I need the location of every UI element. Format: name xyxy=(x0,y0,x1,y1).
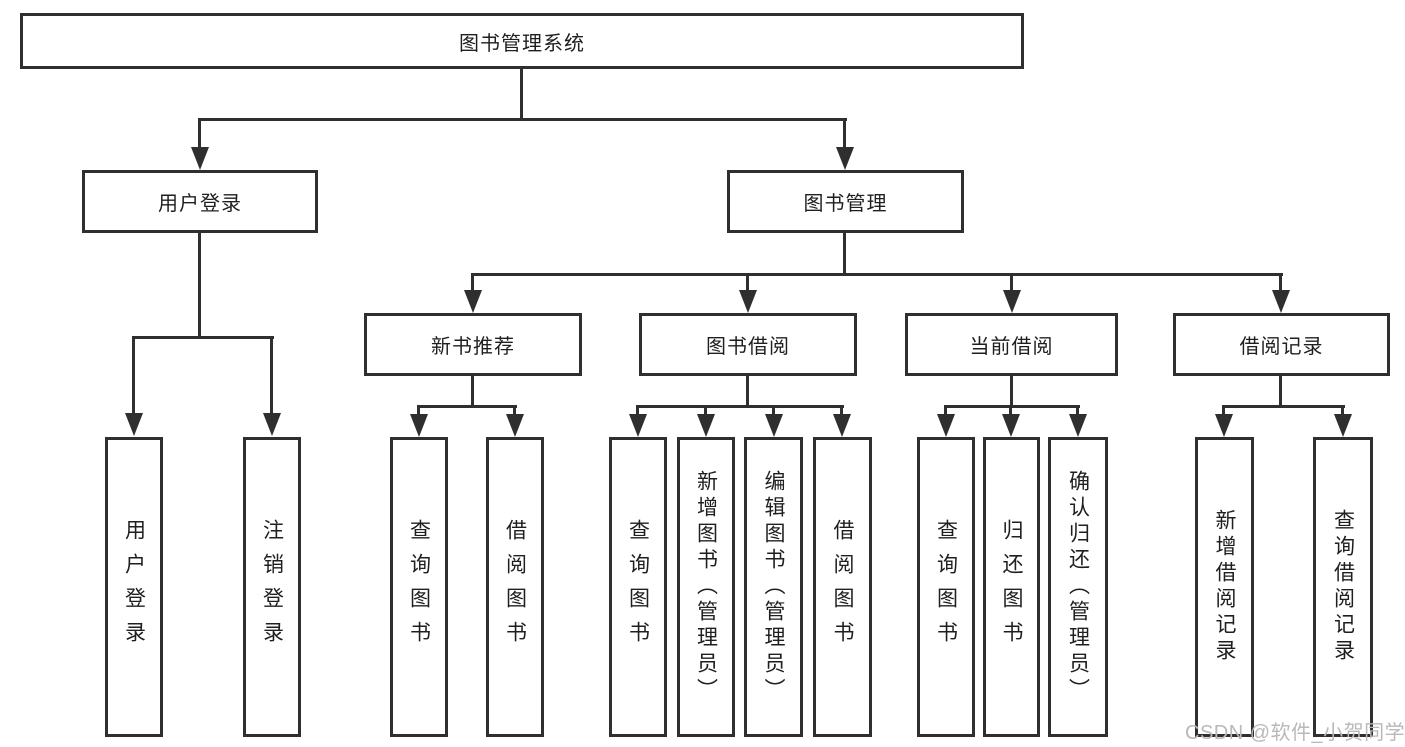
node-label: 借阅图书 xyxy=(503,519,527,655)
connector-line xyxy=(944,405,1080,408)
connector-line xyxy=(417,405,517,408)
connector-line xyxy=(132,336,274,339)
connector-line xyxy=(1010,376,1013,405)
arrowhead-down xyxy=(410,414,428,437)
connector-line xyxy=(746,273,749,292)
arrowhead-down xyxy=(1069,414,1087,437)
node-user-login: 用户登录 xyxy=(82,170,318,233)
connector-line xyxy=(513,405,516,415)
arrowhead-down xyxy=(629,414,647,437)
node-leaf-add-book-admin: 新增图书（管理员） xyxy=(677,437,735,737)
arrowhead-down xyxy=(464,290,482,313)
arrowhead-down xyxy=(191,147,209,170)
node-label: 新增图书（管理员） xyxy=(694,470,718,704)
connector-line xyxy=(944,405,947,415)
connector-line xyxy=(772,405,775,415)
node-current-borrow: 当前借阅 xyxy=(905,313,1118,376)
node-label: 新增借阅记录 xyxy=(1213,509,1236,665)
arrowhead-down xyxy=(739,290,757,313)
arrowhead-down xyxy=(765,414,783,437)
node-label: 用户登录 xyxy=(158,193,242,215)
node-label: 图书管理 xyxy=(803,193,888,215)
node-label: 图书借阅 xyxy=(706,336,790,358)
node-leaf-user-login: 用户登录 xyxy=(105,437,163,737)
arrowhead-down xyxy=(125,413,143,436)
node-leaf-confirm-return-admin: 确认归还（管理员） xyxy=(1048,437,1108,737)
connector-line xyxy=(520,69,523,118)
connector-line xyxy=(1222,405,1225,415)
connector-line xyxy=(636,405,844,408)
node-label: 查询图书 xyxy=(407,519,431,655)
connector-line xyxy=(746,376,749,405)
node-label: 查询图书 xyxy=(934,519,958,655)
connector-line xyxy=(840,405,843,415)
connector-line xyxy=(417,405,420,415)
node-label: 图书管理系统 xyxy=(459,32,585,55)
connector-line xyxy=(132,336,135,414)
node-book-management: 图书管理 xyxy=(727,170,964,233)
arrowhead-down xyxy=(833,414,851,437)
node-leaf-logout: 注销登录 xyxy=(243,437,301,737)
connector-line xyxy=(471,273,1283,276)
node-label: 用户登录 xyxy=(122,519,146,655)
arrowhead-down xyxy=(697,414,715,437)
node-label: 编辑图书（管理员） xyxy=(762,470,785,704)
node-label: 查询借阅记录 xyxy=(1331,509,1355,665)
node-book-borrow: 图书借阅 xyxy=(639,313,857,376)
node-label: 注销登录 xyxy=(260,519,284,655)
arrowhead-down xyxy=(836,147,854,170)
node-library-management-system: 图书管理系统 xyxy=(20,13,1024,69)
connector-line xyxy=(198,118,847,121)
node-leaf-query-book-2: 查询图书 xyxy=(609,437,667,737)
node-new-book-recommend: 新书推荐 xyxy=(364,313,582,376)
connector-line xyxy=(1341,405,1344,415)
node-label: 借阅图书 xyxy=(831,519,854,655)
node-label: 借阅记录 xyxy=(1239,336,1324,358)
node-borrow-records: 借阅记录 xyxy=(1173,313,1390,376)
connector-line xyxy=(471,376,474,405)
arrowhead-down xyxy=(1334,414,1352,437)
node-label: 当前借阅 xyxy=(969,336,1054,358)
connector-line xyxy=(1009,405,1012,415)
connector-line xyxy=(636,405,639,415)
connector-line xyxy=(198,118,201,149)
connector-line xyxy=(1279,376,1282,405)
node-leaf-edit-book-admin: 编辑图书（管理员） xyxy=(744,437,803,737)
connector-line xyxy=(843,233,846,273)
arrowhead-down xyxy=(937,414,955,437)
node-label: 确认归还（管理员） xyxy=(1066,470,1090,704)
connector-line xyxy=(270,336,273,414)
arrowhead-down xyxy=(1272,290,1290,313)
connector-line xyxy=(198,233,201,336)
node-label: 归还图书 xyxy=(1000,519,1023,655)
connector-line xyxy=(704,405,707,415)
node-leaf-query-book-3: 查询图书 xyxy=(917,437,975,737)
connector-line xyxy=(471,273,474,292)
arrowhead-down xyxy=(1002,414,1020,437)
arrowhead-down xyxy=(506,414,524,437)
node-leaf-borrow-book-1: 借阅图书 xyxy=(486,437,544,737)
node-leaf-borrow-book-2: 借阅图书 xyxy=(813,437,872,737)
node-label: 查询图书 xyxy=(626,519,650,655)
connector-line xyxy=(1279,273,1282,292)
node-leaf-query-borrow-record: 查询借阅记录 xyxy=(1313,437,1373,737)
node-leaf-return-book: 归还图书 xyxy=(983,437,1040,737)
connector-line xyxy=(1076,405,1079,415)
connector-line xyxy=(1222,405,1345,408)
arrowhead-down xyxy=(263,413,281,436)
connector-line xyxy=(1010,273,1013,292)
node-leaf-add-borrow-record: 新增借阅记录 xyxy=(1195,437,1254,737)
node-leaf-query-book-1: 查询图书 xyxy=(390,437,448,737)
csdn-watermark: CSDN @软件_小贺同学 xyxy=(1185,722,1405,744)
node-label: 新书推荐 xyxy=(431,336,515,358)
arrowhead-down xyxy=(1003,290,1021,313)
connector-line xyxy=(843,118,846,149)
arrowhead-down xyxy=(1215,414,1233,437)
